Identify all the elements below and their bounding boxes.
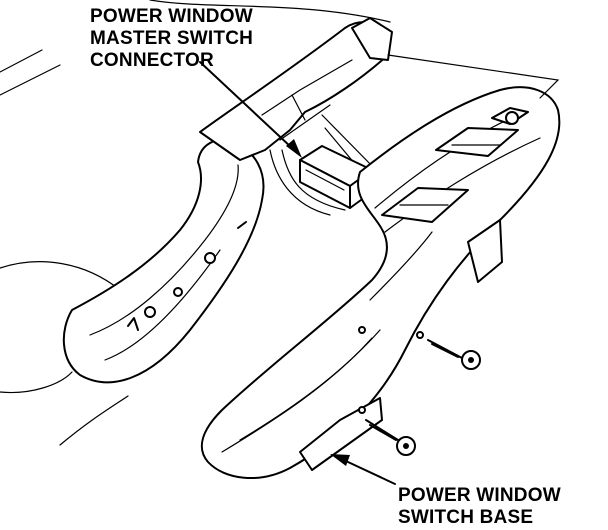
screw-hole-icon xyxy=(358,406,366,414)
door-pull-upper xyxy=(199,17,393,216)
connector-label-line-2: MASTER SWITCH xyxy=(90,28,254,49)
leader-lines xyxy=(199,54,560,485)
mirror-knob-icon xyxy=(505,111,519,125)
screw-hole-icon xyxy=(358,326,366,334)
arrow-head-icon xyxy=(330,454,350,466)
switch-base-label-line-1: POWER WINDOW xyxy=(398,485,561,506)
switch-base-label: POWER WINDOW SWITCH BASE xyxy=(398,485,561,529)
clip-icon xyxy=(204,252,216,264)
connector-label: POWER WINDOW MASTER SWITCH CONNECTOR xyxy=(90,6,253,72)
screw-hole-icon xyxy=(173,287,183,297)
door-outline xyxy=(0,0,391,446)
screw-lower xyxy=(365,419,416,456)
power-window-switch-base xyxy=(200,86,561,479)
arrow-head-icon xyxy=(286,139,302,158)
switch-base-label-line-2: SWITCH BASE xyxy=(398,507,534,528)
connector-label-line-1: POWER WINDOW xyxy=(90,6,253,27)
armrest-trim xyxy=(62,139,265,384)
clip-icon xyxy=(144,306,156,318)
screw-upper xyxy=(427,339,481,370)
front-window-switch-icon xyxy=(435,127,519,157)
connector-label-line-3: CONNECTOR xyxy=(90,50,214,71)
screw-hole-icon xyxy=(416,331,424,339)
